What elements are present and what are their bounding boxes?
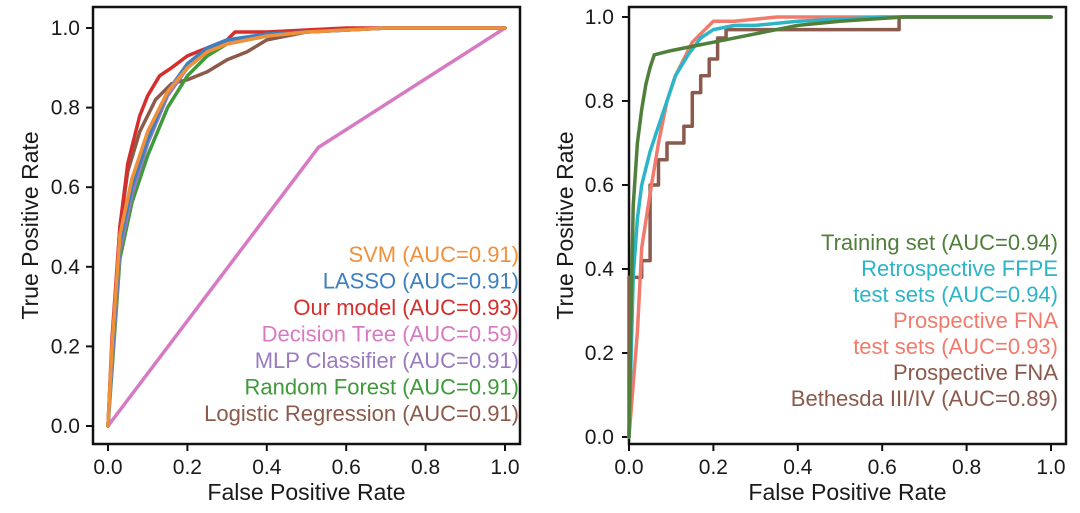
y-tick-label: 0.0 [51, 415, 80, 438]
legend-entry-retrospective-ffpe-test-sets-auc-0-94: test sets (AUC=0.94) [853, 282, 1058, 307]
x-tick-label: 0.8 [952, 456, 981, 479]
legend-entry-mlp-classifier-auc-0-91: MLP Classifier (AUC=0.91) [255, 348, 519, 373]
legend-entry-prospective-fna-bethesda-iii-iv-auc-0-89: Bethesda III/IV (AUC=0.89) [791, 386, 1058, 411]
legend-entry-retrospective-ffpe-test-sets-auc-0-94: Retrospective FFPE [861, 256, 1058, 281]
series-line-prospective-fna-test-sets-auc-0-93 [627, 15, 1053, 439]
plot-frame [627, 5, 1068, 446]
legend-entry-decision-tree-auc-0-59: Decision Tree (AUC=0.59) [262, 322, 519, 347]
series-line-prospective-fna-bethesda-iii-iv-auc-0-89 [627, 15, 1053, 439]
legend-entry-prospective-fna-test-sets-auc-0-93: test sets (AUC=0.93) [853, 334, 1058, 359]
series-line-decision-tree-auc-0-59 [106, 26, 507, 428]
y-tick-label: 0.0 [585, 426, 614, 449]
x-tick-label: 0.4 [783, 456, 813, 479]
x-tick-label: 0.8 [411, 456, 440, 479]
legend-entry-prospective-fna-test-sets-auc-0-93: Prospective FNA [893, 308, 1058, 333]
series-line-training-set-auc-0-94 [627, 15, 1053, 439]
legend-entry-prospective-fna-bethesda-iii-iv-auc-0-89: Prospective FNA [893, 360, 1058, 385]
legend-entry-svm-auc-0-91: SVM (AUC=0.91) [348, 242, 519, 267]
x-tick-label: 0.0 [614, 456, 643, 479]
x-axis-label: False Positive Rate [748, 479, 946, 505]
x-tick-label: 0.6 [868, 456, 897, 479]
x-tick-label: 1.0 [490, 456, 519, 479]
y-tick-label: 1.0 [585, 6, 614, 29]
legend-entry-logistic-regression-auc-0-91: Logistic Regression (AUC=0.91) [204, 401, 519, 426]
y-tick-label: 0.8 [585, 90, 614, 113]
x-axis-label: False Positive Rate [207, 479, 405, 505]
y-tick-label: 0.2 [585, 342, 614, 365]
series-line-retrospective-ffpe-test-sets-auc-0-94 [627, 15, 1053, 439]
roc-panel-right: 0.0 0.2 0.4 0.6 0.8 1.0 0.0 0.2 0.4 0.6 0.8 1.0Fals… [552, 5, 1068, 505]
x-tick-label: 0.6 [332, 456, 361, 479]
y-axis-label: True Positive Rate [17, 131, 43, 319]
y-tick-label: 1.0 [51, 17, 80, 40]
roc-panel-left: 0.0 0.2 0.4 0.6 0.8 1.0 0.0 0.2 0.4 0.6 0.8 1.0Fals… [17, 5, 522, 505]
plot-frame [91, 5, 522, 446]
legend-entry-lasso-auc-0-91: LASSO (AUC=0.91) [323, 269, 519, 294]
x-tick-label: 0.2 [699, 456, 728, 479]
y-tick-label: 0.6 [51, 176, 80, 199]
y-tick-label: 0.6 [585, 174, 614, 197]
y-tick-label: 0.4 [51, 256, 81, 279]
y-tick-label: 0.8 [51, 97, 80, 120]
series-line-svm-auc-0-91 [106, 26, 507, 428]
x-tick-label: 0.4 [252, 456, 282, 479]
x-tick-label: 1.0 [1036, 456, 1065, 479]
y-tick-label: 0.2 [51, 335, 80, 358]
y-tick-label: 0.4 [585, 258, 615, 281]
legend-entry-random-forest-auc-0-91: Random Forest (AUC=0.91) [245, 375, 520, 400]
series-line-our-model-auc-0-93 [106, 26, 507, 428]
x-tick-label: 0.0 [93, 456, 122, 479]
x-tick-label: 0.2 [173, 456, 202, 479]
y-axis-label: True Positive Rate [552, 131, 578, 319]
legend-entry-our-model-auc-0-93: Our model (AUC=0.93) [293, 295, 519, 320]
legend-entry-training-set-auc-0-94: Training set (AUC=0.94) [821, 230, 1058, 255]
